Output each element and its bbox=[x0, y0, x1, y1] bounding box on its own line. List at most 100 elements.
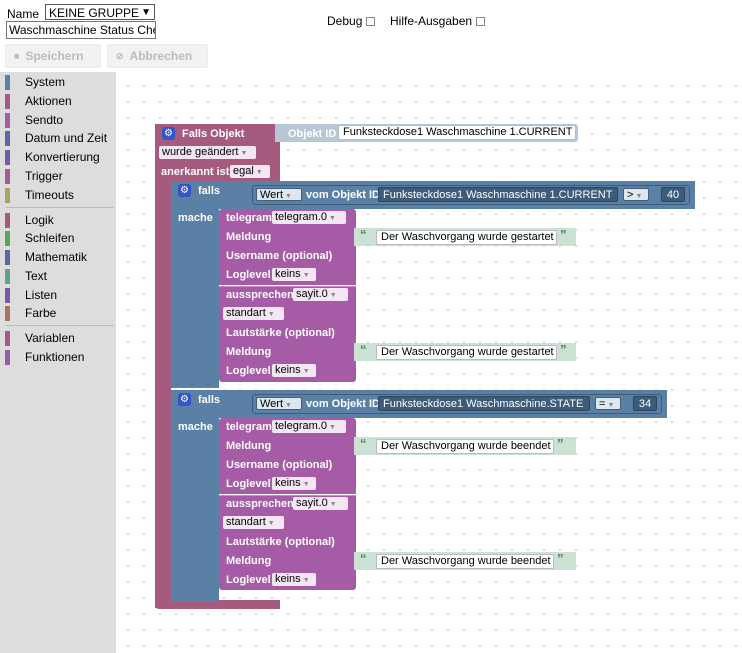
group-select[interactable]: KEINE GRUPPE ▼ bbox=[45, 4, 155, 20]
volume-label: Lautstärke (optional) bbox=[226, 536, 335, 548]
username-label: Username (optional) bbox=[226, 250, 333, 262]
toolbox-item-sendto[interactable]: Sendto bbox=[5, 112, 63, 128]
toolbox-item-konvertierung[interactable]: Konvertierung bbox=[5, 149, 100, 165]
help-checkbox[interactable] bbox=[476, 16, 486, 26]
toolbox-item-farbe[interactable]: Farbe bbox=[5, 305, 56, 321]
gear-icon[interactable]: ⚙ bbox=[178, 184, 191, 197]
toolbox-item-datum-und-zeit[interactable]: Datum und Zeit bbox=[5, 130, 107, 146]
quote-open-icon: “ bbox=[360, 227, 367, 242]
toolbox-item-funktionen[interactable]: Funktionen bbox=[5, 349, 84, 365]
toolbox-item-variablen[interactable]: Variablen bbox=[5, 330, 75, 346]
script-name-input[interactable]: Waschmaschine Status Che bbox=[6, 21, 156, 39]
toolbox-item-aktionen[interactable]: Aktionen bbox=[5, 93, 72, 109]
say-message-field[interactable]: Der Waschvorgang wurde gestartet bbox=[376, 345, 557, 360]
save-icon: ■ bbox=[14, 51, 20, 61]
dropdown-arrow-icon: ▼ bbox=[240, 150, 248, 157]
if-label: falls bbox=[198, 185, 221, 197]
say-message-label: Meldung bbox=[226, 555, 272, 567]
cancel-button[interactable]: ⊘ Abbrechen bbox=[107, 44, 208, 68]
dropdown-arrow-icon: ▼ bbox=[607, 402, 615, 409]
telegram-message-field[interactable]: Der Waschvorgang wurde gestartet bbox=[376, 230, 557, 245]
say-loglevel-label: Loglevel bbox=[226, 365, 271, 377]
quote-close-icon: ” bbox=[560, 342, 567, 357]
gear-icon[interactable]: ⚙ bbox=[178, 393, 191, 406]
toolbox-item-timeouts[interactable]: Timeouts bbox=[5, 187, 74, 203]
if2-object-id-field[interactable]: Funksteckdose1 Waschmaschine.STATE bbox=[378, 396, 590, 411]
toolbox-separator bbox=[6, 207, 114, 208]
value-dropdown[interactable]: Wert▼ bbox=[256, 397, 302, 410]
if-label: falls bbox=[198, 394, 221, 406]
toolbox-item-logik[interactable]: Logik bbox=[5, 212, 54, 228]
do-label: mache bbox=[178, 212, 213, 224]
say-loglevel-dropdown[interactable]: keins▼ bbox=[272, 364, 316, 377]
toolbox-item-system[interactable]: System bbox=[5, 74, 65, 90]
cancel-icon: ⊘ bbox=[116, 50, 124, 61]
say-loglevel-dropdown[interactable]: keins▼ bbox=[272, 573, 316, 586]
value-dropdown[interactable]: Wert▼ bbox=[256, 188, 302, 201]
dropdown-arrow-icon: ▼ bbox=[302, 272, 310, 279]
dropdown-arrow-icon: ▼ bbox=[267, 520, 275, 527]
quote-open-icon: “ bbox=[360, 342, 367, 357]
volume-label: Lautstärke (optional) bbox=[226, 327, 335, 339]
if-block-1-body bbox=[171, 181, 219, 388]
toolbox-item-schleifen[interactable]: Schleifen bbox=[5, 230, 74, 246]
telegram-message-field[interactable]: Der Waschvorgang wurde beendet bbox=[376, 439, 554, 454]
trigger-block-footer bbox=[155, 600, 280, 609]
quote-open-icon: “ bbox=[360, 551, 367, 566]
dropdown-arrow-icon: ▼ bbox=[329, 292, 337, 299]
compare-value-field[interactable]: 34 bbox=[633, 396, 657, 411]
say-instance-dropdown[interactable]: sayit.0▼ bbox=[293, 497, 348, 510]
say-loglevel-label: Loglevel bbox=[226, 574, 271, 586]
from-object-label: vom Objekt ID bbox=[306, 398, 380, 410]
save-button-label: Speichern bbox=[25, 49, 84, 63]
dropdown-arrow-icon: ▼ bbox=[285, 402, 292, 409]
dropdown-arrow-icon: ▼ bbox=[285, 193, 292, 200]
toolbox-item-text[interactable]: Text bbox=[5, 268, 47, 284]
toolbox-item-listen[interactable]: Listen bbox=[5, 287, 57, 303]
toolbox-item-trigger[interactable]: Trigger bbox=[5, 168, 63, 184]
dropdown-arrow-icon: ▼ bbox=[267, 311, 275, 318]
telegram-instance-dropdown[interactable]: telegram.0▼ bbox=[272, 211, 346, 224]
help-toggle[interactable]: Hilfe-Ausgaben bbox=[390, 14, 486, 28]
help-label: Hilfe-Ausgaben bbox=[390, 14, 473, 28]
if1-object-id-field[interactable]: Funksteckdose1 Waschmaschine 1.CURRENT bbox=[378, 187, 618, 202]
say-label: aussprechen bbox=[226, 498, 294, 510]
quote-close-icon: ” bbox=[557, 551, 564, 566]
save-button[interactable]: ■ Speichern bbox=[5, 44, 101, 68]
debug-checkbox[interactable] bbox=[366, 16, 376, 26]
change-mode-dropdown[interactable]: wurde geändert▼ bbox=[159, 146, 256, 159]
debug-label: Debug bbox=[327, 14, 363, 28]
dropdown-arrow-icon: ▼ bbox=[141, 7, 151, 18]
dropdown-arrow-icon: ▼ bbox=[302, 577, 310, 584]
trigger-block-spine bbox=[155, 124, 171, 608]
telegram-instance-dropdown[interactable]: telegram.0▼ bbox=[272, 420, 346, 433]
dropdown-arrow-icon: ▼ bbox=[302, 368, 310, 375]
say-label: aussprechen bbox=[226, 289, 294, 301]
group-select-value: KEINE GRUPPE bbox=[49, 6, 140, 20]
quote-close-icon: ” bbox=[557, 436, 564, 451]
gear-icon[interactable]: ⚙ bbox=[162, 127, 175, 140]
ack-dropdown[interactable]: egal▼ bbox=[230, 165, 270, 178]
top-bar: Name KEINE GRUPPE ▼ Waschmaschine Status… bbox=[0, 0, 742, 72]
loglevel-dropdown[interactable]: keins▼ bbox=[272, 477, 316, 490]
debug-toggle[interactable]: Debug bbox=[327, 14, 376, 28]
message-label: Meldung bbox=[226, 231, 272, 243]
operator-dropdown[interactable]: >▼ bbox=[623, 188, 649, 201]
trigger-object-id-field[interactable]: Funksteckdose1 Waschmaschine 1.CURRENT bbox=[338, 125, 576, 140]
loglevel-dropdown[interactable]: keins▼ bbox=[272, 268, 316, 281]
quote-open-icon: “ bbox=[360, 436, 367, 451]
telegram-label: telegram bbox=[226, 421, 272, 433]
toolbox-item-mathematik[interactable]: Mathematik bbox=[5, 249, 87, 265]
say-instance-dropdown[interactable]: sayit.0▼ bbox=[293, 288, 348, 301]
dropdown-arrow-icon: ▼ bbox=[328, 424, 336, 431]
compare-value-field[interactable]: 40 bbox=[661, 187, 685, 202]
say-mode-dropdown[interactable]: standart▼ bbox=[223, 307, 284, 320]
trigger-title: Falls Objekt bbox=[182, 128, 245, 140]
operator-dropdown[interactable]: =▼ bbox=[595, 397, 621, 410]
loglevel-label: Loglevel bbox=[226, 269, 271, 281]
message-label: Meldung bbox=[226, 440, 272, 452]
say-message-field[interactable]: Der Waschvorgang wurde beendet bbox=[376, 554, 554, 569]
blockly-workspace[interactable]: ⚙ Falls Objekt Objekt ID Funksteckdose1 … bbox=[116, 72, 742, 653]
say-mode-dropdown[interactable]: standart▼ bbox=[223, 516, 284, 529]
object-id-label: Objekt ID bbox=[288, 128, 337, 140]
